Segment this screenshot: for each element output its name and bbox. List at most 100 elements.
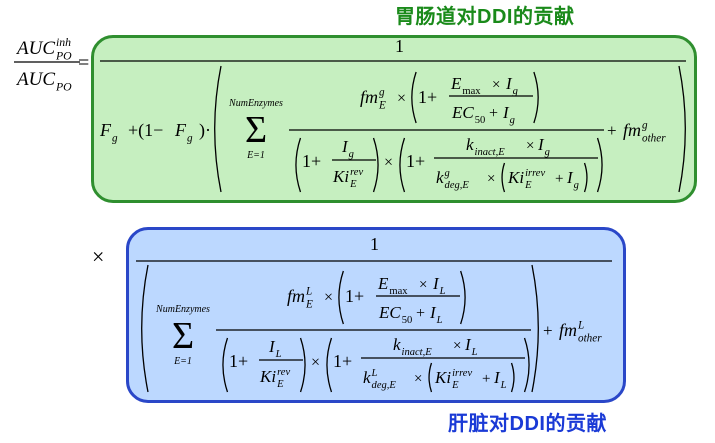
- liver-sum-top: NumEnzymes: [155, 304, 210, 315]
- gut-Fg: F: [99, 120, 112, 140]
- eq-text-2: PO: [55, 81, 72, 94]
- gut-kdeg: k: [436, 168, 444, 187]
- eq-text-15: g: [545, 147, 550, 158]
- right-paren: [299, 337, 306, 393]
- eq-text-30: rev: [277, 367, 290, 378]
- eq-text-8: g: [513, 86, 518, 97]
- gut-Ig-kin: I: [537, 135, 545, 154]
- eq-text-19: E: [524, 180, 532, 191]
- left-paren: [428, 362, 433, 393]
- liver-den-one-plus-2: 1+: [333, 351, 352, 371]
- left-paren: [399, 137, 406, 193]
- times-between-terms: ×: [92, 244, 104, 269]
- eq-text-22: other: [642, 132, 666, 144]
- right-paren: [523, 337, 530, 393]
- liver-big-left-paren: [141, 264, 149, 393]
- eq-text-33: L: [471, 347, 478, 358]
- liver-plus-other: +: [543, 321, 553, 340]
- eq-text-20: g: [574, 180, 579, 191]
- eq-text-0: inh: [56, 36, 71, 49]
- gut-kinact: k: [466, 135, 474, 154]
- eq-text-13: E: [349, 179, 357, 190]
- gut-fm: fm: [360, 87, 378, 107]
- gut-den-one-plus: 1+: [302, 151, 321, 171]
- gut-fm-other: fm: [623, 120, 641, 140]
- liver-den-one-plus: 1+: [229, 351, 248, 371]
- gut-plus-other: +: [607, 121, 617, 140]
- eq-text-27: 50: [402, 315, 413, 326]
- eq-text-12: rev: [350, 167, 363, 178]
- left-paren: [326, 337, 333, 393]
- right-paren: [372, 137, 379, 193]
- gut-one: 1: [395, 36, 404, 56]
- gut-ec50: EC: [451, 103, 474, 122]
- liver-Ki-rev: Ki: [259, 367, 276, 386]
- gut-times-5: ×: [487, 171, 495, 187]
- left-paren: [411, 71, 417, 124]
- liver-IL-num: I: [432, 274, 440, 293]
- right-paren: [510, 362, 515, 393]
- gut-plus-ki: +: [555, 171, 563, 187]
- eq-text-14: inact,E: [475, 147, 506, 158]
- eq-text-34: L: [371, 368, 378, 379]
- liver-one: 1: [370, 234, 379, 254]
- eq-text-39: L: [577, 319, 584, 331]
- gut-Ig-den2: I: [341, 137, 349, 156]
- liver-IL-den2: I: [268, 337, 276, 356]
- right-paren: [596, 137, 603, 193]
- eq-text-23: L: [305, 285, 312, 297]
- eq-text-29: L: [275, 349, 282, 360]
- liver-sum-bottom: E=1: [173, 356, 192, 367]
- eq-text-9: 50: [475, 115, 486, 126]
- liver-term-box: [126, 227, 626, 403]
- liver-times-2: ×: [419, 277, 427, 293]
- right-paren: [583, 162, 588, 193]
- gut-Ki-irrev: Ki: [507, 168, 524, 187]
- equals-sign: =: [78, 52, 89, 74]
- eq-text-1: PO: [55, 50, 72, 63]
- liver-kinact: k: [393, 335, 401, 354]
- lhs-numerator: AUC: [15, 38, 55, 59]
- eq-text-21: g: [642, 119, 648, 131]
- liver-big-right-paren: [531, 264, 539, 393]
- liver-times-5: ×: [414, 371, 422, 387]
- right-paren: [533, 71, 539, 124]
- eq-text-3: g: [112, 132, 118, 144]
- gut-big-left-paren: [214, 65, 222, 193]
- eq-text-10: g: [510, 115, 515, 126]
- gut-times-1: ×: [397, 90, 406, 107]
- right-paren: [460, 270, 466, 325]
- gut-sum-top: NumEnzymes: [228, 98, 283, 109]
- eq-text-4: g: [187, 132, 193, 144]
- eq-text-18: irrev: [525, 168, 545, 179]
- liver-contribution-label: 肝脏对DDI的贡献: [448, 413, 607, 435]
- eq-text-35: deg,E: [372, 380, 397, 391]
- gut-plus-one-minus: +(1−: [128, 120, 163, 141]
- gut-times-3: ×: [384, 154, 393, 171]
- gut-dot: )·: [199, 120, 211, 141]
- liver-fm: fm: [287, 286, 305, 306]
- eq-text-11: g: [349, 149, 354, 160]
- liver-IL-kin: I: [464, 335, 472, 354]
- eq-text-17: deg,E: [445, 180, 470, 191]
- liver-times-3: ×: [311, 354, 320, 371]
- eq-text-16: g: [445, 168, 450, 179]
- liver-emax: E: [377, 274, 389, 293]
- liver-sum-symbol: Σ: [172, 315, 194, 357]
- eq-text-31: E: [276, 379, 284, 390]
- eq-text-38: L: [500, 380, 507, 391]
- gut-Ig-den: I: [502, 103, 510, 122]
- liver-plus-ki: +: [482, 371, 490, 387]
- eq-text-28: L: [436, 315, 443, 326]
- gut-Ki-rev: Ki: [332, 167, 349, 186]
- eq-text-36: irrev: [452, 368, 472, 379]
- left-paren: [338, 270, 344, 325]
- gut-Fg-2: F: [174, 120, 187, 140]
- gut-times-2: ×: [492, 77, 500, 93]
- gut-den-one-plus-2: 1+: [406, 151, 425, 171]
- liver-times-1: ×: [324, 289, 333, 306]
- gut-contribution-label: 胃肠道对DDI的贡献: [395, 6, 575, 28]
- gut-Ig-num: I: [505, 74, 513, 93]
- eq-text-25: max: [389, 286, 408, 297]
